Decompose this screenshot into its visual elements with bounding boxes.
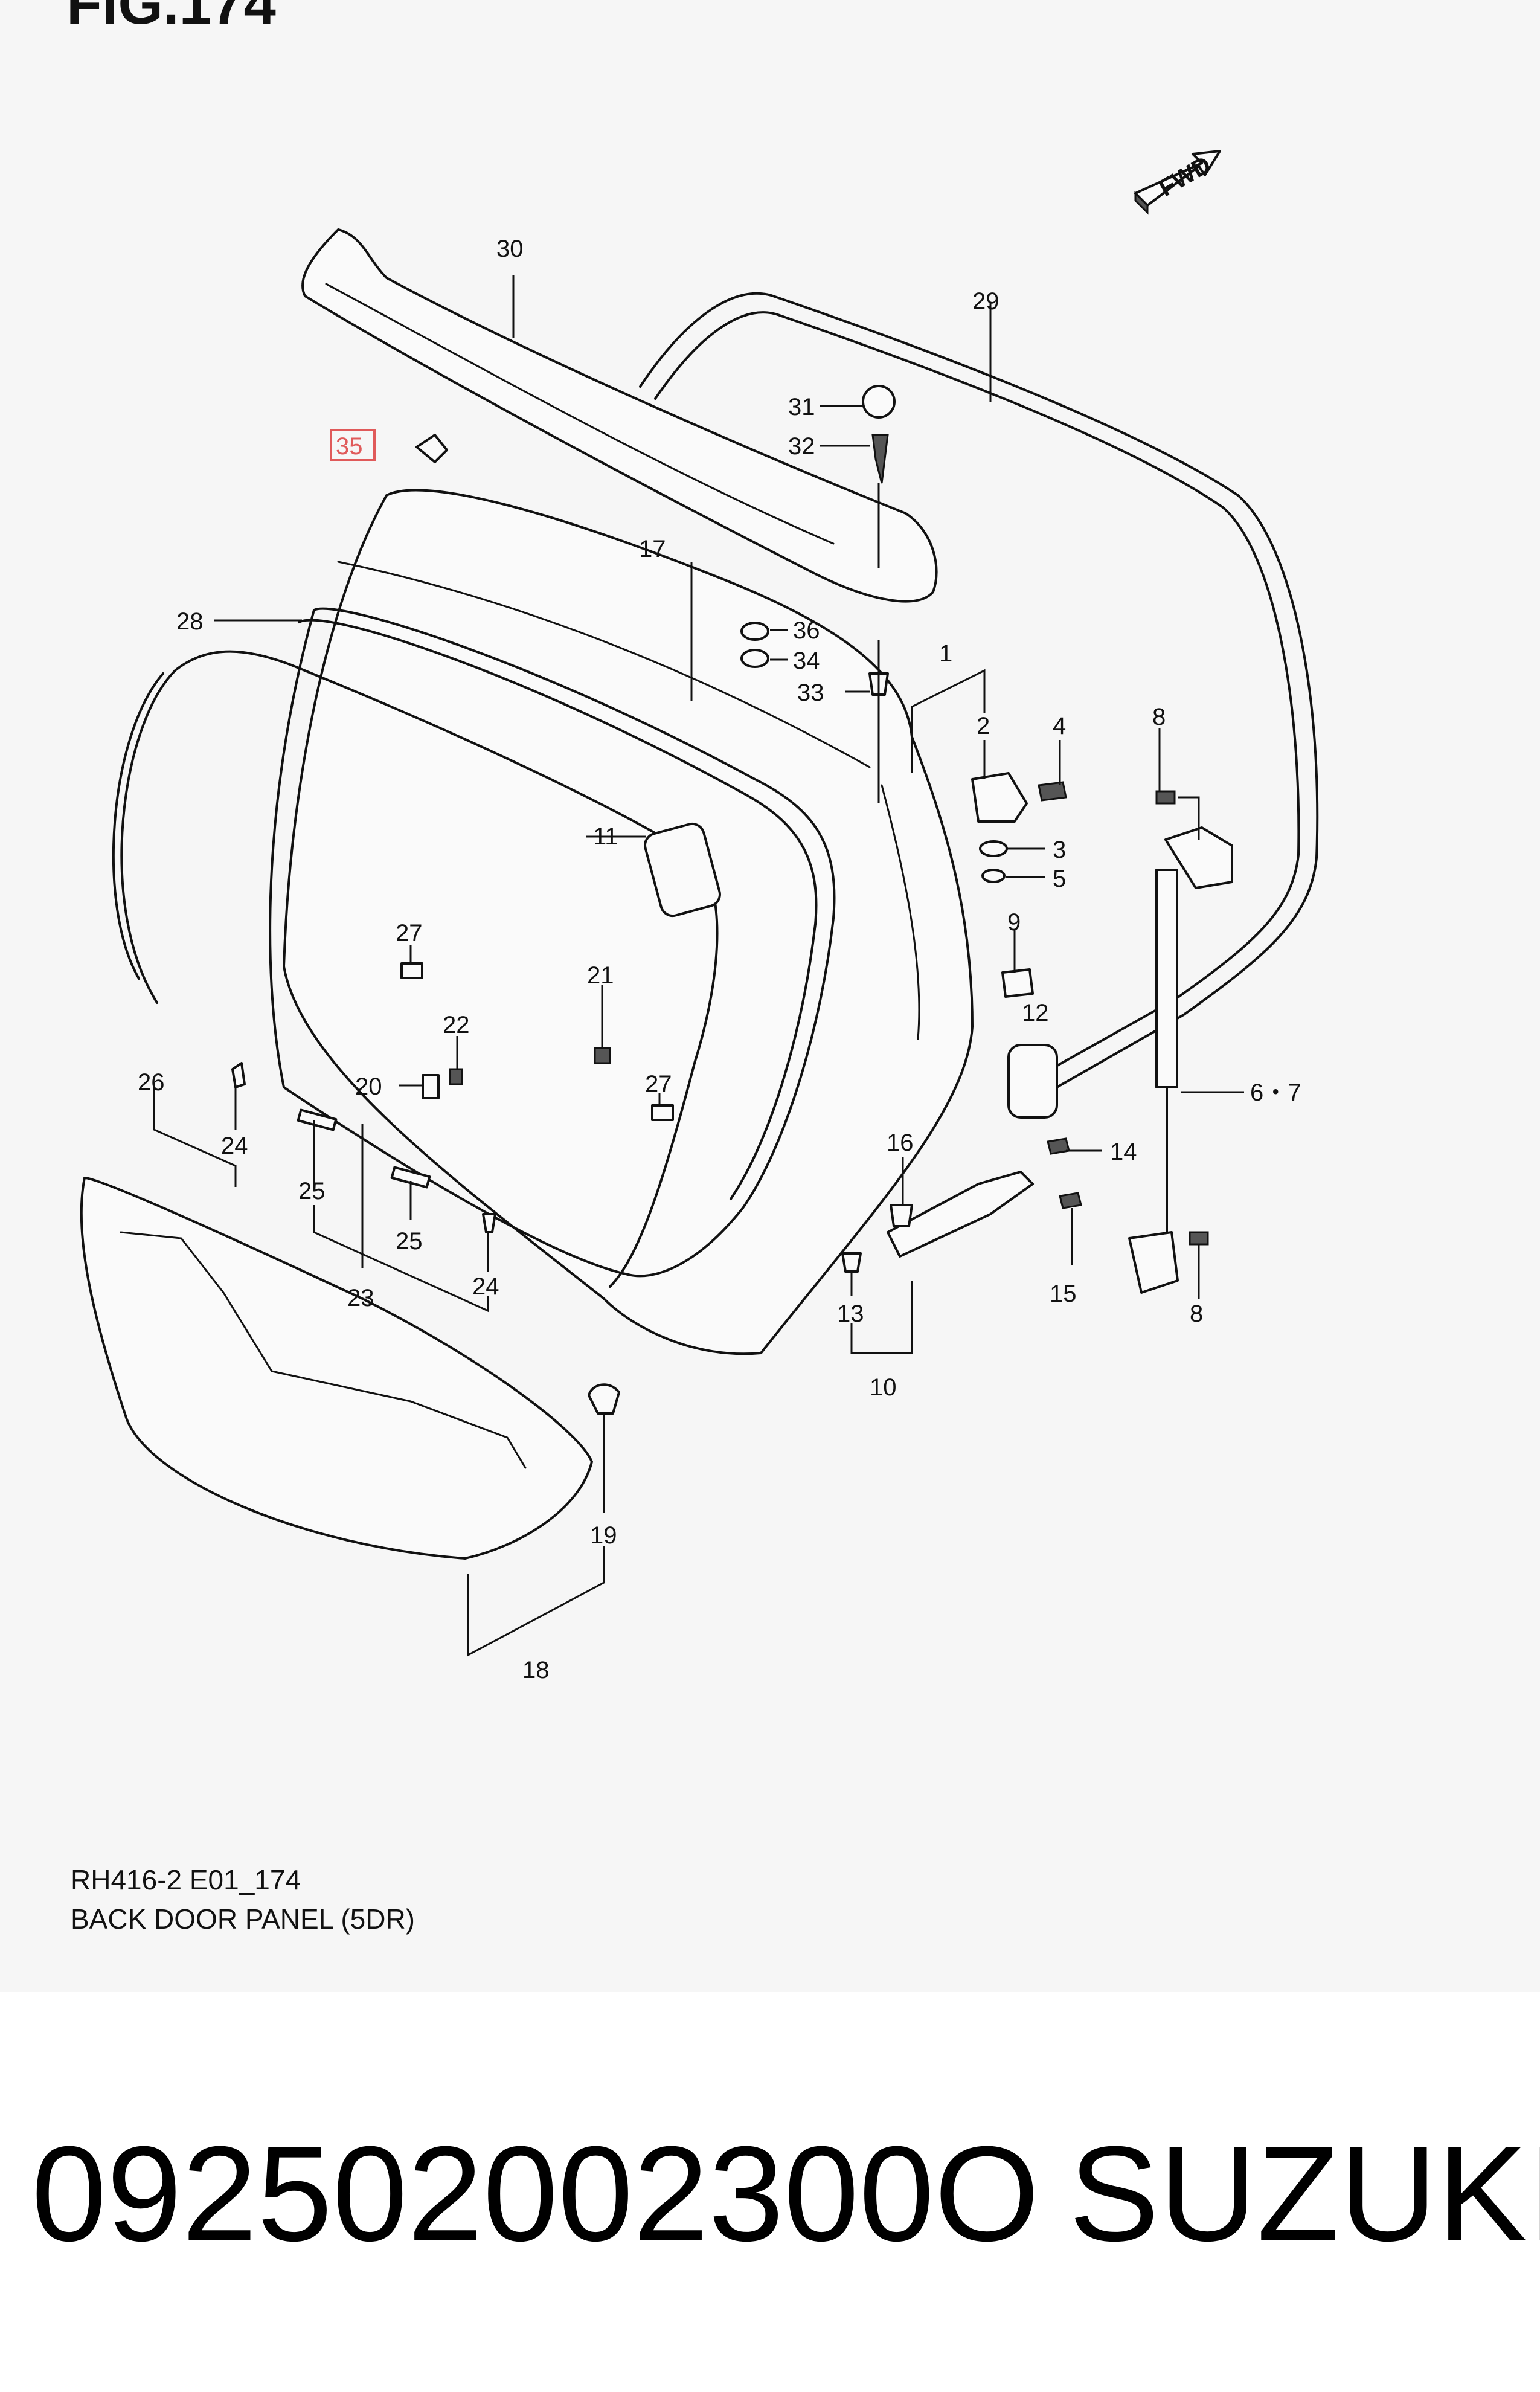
clip-16 — [890, 1204, 913, 1227]
callout-2: 2 — [977, 713, 990, 739]
gas-strut — [1155, 869, 1178, 1088]
callout-21: 21 — [587, 962, 614, 989]
label-20 — [422, 1074, 440, 1099]
callout-25-right: 25 — [396, 1228, 423, 1255]
strut-bracket-upper — [1164, 826, 1233, 889]
callout-19: 19 — [590, 1522, 617, 1549]
weatherstrip-29 — [639, 292, 1319, 1088]
callout-30: 30 — [496, 236, 524, 262]
callout-33: 33 — [797, 680, 824, 706]
window-seal-28 — [269, 607, 836, 1278]
callout-8-upper: 8 — [1152, 704, 1166, 730]
washer-5 — [981, 869, 1006, 883]
callout-18: 18 — [522, 1657, 550, 1683]
callout-3: 3 — [1053, 837, 1066, 863]
vent-12 — [1007, 1044, 1058, 1119]
callout-36: 36 — [793, 617, 820, 644]
callout-31: 31 — [788, 394, 815, 420]
pad-25a — [297, 1108, 338, 1131]
callout-23: 23 — [347, 1285, 374, 1311]
fwd-arrow-icon — [1134, 150, 1221, 215]
nut-36 — [740, 622, 769, 641]
hinge-2 — [971, 772, 1028, 823]
callout-22: 22 — [443, 1012, 470, 1038]
callout-6-7: 6・7 — [1250, 1079, 1301, 1106]
callout-32: 32 — [788, 433, 815, 460]
callout-10: 10 — [870, 1374, 897, 1401]
callout-5: 5 — [1053, 866, 1066, 892]
diagram-name: BACK DOOR PANEL (5DR) — [71, 1903, 415, 1935]
seal-26 — [120, 650, 719, 1288]
callout-28: 28 — [176, 608, 204, 635]
callout-35: 35 — [336, 433, 363, 460]
callout-11: 11 — [593, 823, 618, 850]
callout-20: 20 — [355, 1073, 382, 1100]
callout-27-lower: 27 — [645, 1071, 672, 1098]
footer: 092502002300O SUZUKI — [0, 2126, 1540, 2283]
callout-14: 14 — [1110, 1139, 1137, 1165]
cap-31 — [862, 385, 896, 419]
callout-15: 15 — [1050, 1281, 1077, 1307]
clip-24b — [482, 1213, 496, 1233]
callout-24-left: 24 — [221, 1133, 248, 1159]
bolt-4 — [1038, 781, 1067, 802]
back-door-panel — [283, 489, 974, 1355]
callout-17: 17 — [639, 536, 666, 562]
callout-26: 26 — [138, 1069, 165, 1096]
clip-19 — [588, 1383, 620, 1415]
vent-11 — [644, 822, 721, 918]
highlight-box — [330, 429, 376, 461]
handle-bracket-10 — [887, 1171, 1034, 1258]
bolt-8-upper — [1155, 790, 1176, 805]
screw-32 — [871, 434, 889, 484]
callout-24-right: 24 — [472, 1273, 499, 1300]
pad-25b — [390, 1166, 431, 1189]
callout-8-lower: 8 — [1190, 1300, 1203, 1327]
callout-12: 12 — [1022, 1000, 1049, 1026]
callout-9: 9 — [1007, 909, 1021, 936]
strut-bracket-lower — [1128, 1231, 1179, 1294]
callout-4: 4 — [1053, 713, 1066, 739]
part-number: 092502002300O — [31, 2118, 1040, 2269]
callout-29: 29 — [972, 288, 999, 315]
clip-27b — [651, 1104, 674, 1121]
figure-title: FIG.174 — [66, 0, 276, 36]
callout-1: 1 — [939, 640, 952, 667]
bolt-8-lower — [1189, 1231, 1209, 1246]
rear-spoiler — [301, 228, 938, 603]
clip-21 — [594, 1047, 611, 1064]
bushing-9 — [1001, 968, 1034, 998]
callout-25-left: 25 — [298, 1178, 326, 1204]
callout-layer: 30 29 31 32 35 17 28 36 34 33 1 2 4 8 11… — [138, 236, 1301, 1683]
callout-27-upper: 27 — [396, 920, 423, 947]
callout-34: 34 — [793, 648, 820, 674]
clip-27a — [400, 962, 423, 979]
callout-13: 13 — [837, 1300, 864, 1327]
clip-35 — [415, 434, 448, 463]
clip-13 — [841, 1252, 862, 1273]
diagram-code: RH416-2 E01_174 — [71, 1864, 301, 1895]
brand-name: SUZUKI — [1069, 2118, 1540, 2269]
bolt-15 — [1059, 1192, 1082, 1209]
clip-24a — [231, 1062, 246, 1088]
nut-34 — [740, 649, 769, 668]
exploded-parts-diagram: FWD — [80, 150, 1319, 1657]
callout-16: 16 — [887, 1130, 914, 1156]
